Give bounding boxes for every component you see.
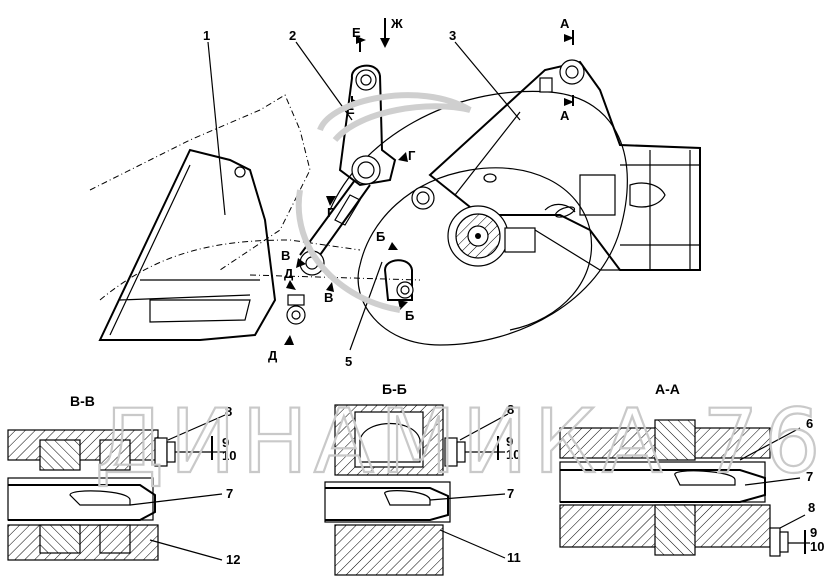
main-view-labels: 1 2 3 5 Е Ж Е А А Г Г В В Д Д Б Б: [203, 16, 570, 369]
mark-e-bottom: Е: [346, 102, 355, 117]
vv-label-7: 7: [226, 486, 233, 501]
callout-5: 5: [345, 354, 352, 369]
vv-label-8: 8: [225, 404, 232, 419]
aa-label-8: 8: [808, 500, 815, 515]
bucket-raised-position: [89, 94, 311, 271]
section-aa: А-А 6 7 8 9 10: [559, 381, 824, 557]
bb-label-8: 8: [507, 402, 514, 417]
mark-d-bottom: Д: [268, 348, 278, 363]
main-view: [89, 59, 701, 346]
bucket: [98, 148, 277, 341]
bb-label-10: 10: [506, 447, 520, 462]
watermark: ДИНАМИКА 76: [94, 92, 826, 494]
mark-v-top: В: [281, 248, 290, 263]
aa-label-7: 7: [806, 469, 813, 484]
section-bb-title: Б-Б: [382, 381, 407, 397]
section-arrows: [284, 18, 574, 345]
callout-2: 2: [289, 28, 296, 43]
section-vv-title: В-В: [70, 393, 95, 409]
mark-zh: Ж: [390, 16, 403, 31]
mark-b-bottom: Б: [405, 308, 414, 323]
mark-e-top: Е: [352, 25, 361, 40]
mark-a-bottom: А: [560, 108, 570, 123]
main-view-leaders: [207, 41, 521, 351]
mark-b-top: Б: [376, 229, 385, 244]
aa-label-6: 6: [806, 416, 813, 431]
vv-label-10: 10: [222, 448, 236, 463]
section-bb: Б-Б 8 9 10 7 11: [324, 381, 521, 576]
section-vv: В-В 8 9 10 7 12: [7, 393, 240, 567]
vv-label-12: 12: [226, 552, 240, 567]
bb-label-9: 9: [506, 434, 513, 449]
mark-g-left: Г: [327, 205, 335, 220]
bb-label-7: 7: [507, 486, 514, 501]
aa-label-9: 9: [810, 525, 817, 540]
mark-g-right: Г: [408, 148, 416, 163]
aa-label-10: 10: [810, 539, 824, 554]
callout-3: 3: [449, 28, 456, 43]
mark-v-bottom: В: [324, 290, 333, 305]
vv-label-9: 9: [222, 435, 229, 450]
mark-d-top: Д: [284, 266, 294, 281]
watermark-text: ДИНАМИКА 76: [95, 390, 826, 493]
bb-label-11: 11: [507, 550, 521, 565]
rocker-arm: [338, 64, 397, 187]
callout-1: 1: [203, 28, 210, 43]
section-aa-title: А-А: [655, 381, 680, 397]
mark-a-top: А: [560, 16, 570, 31]
